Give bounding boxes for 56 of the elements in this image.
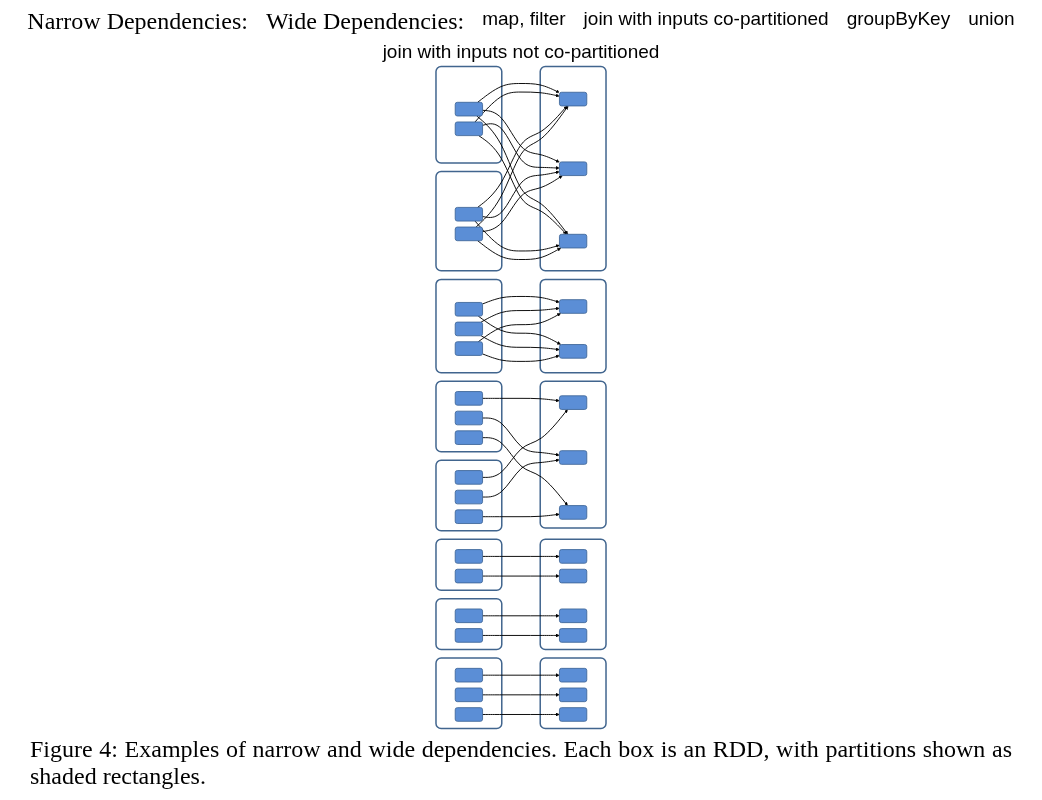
node-box [559, 161, 588, 176]
node-box [454, 568, 483, 584]
node-box [454, 410, 483, 426]
cluster [435, 657, 503, 730]
node-box [454, 470, 483, 485]
node-box [454, 608, 483, 624]
node-box [559, 568, 588, 584]
cluster [539, 380, 607, 529]
node-box [454, 302, 483, 317]
group-caption: groupByKey [846, 8, 951, 31]
group-caption: join with inputs not co-partitioned [382, 41, 660, 63]
node-box [454, 101, 483, 117]
group-caption: map, filter [482, 8, 566, 31]
node-box [559, 505, 588, 520]
node-box [559, 299, 588, 314]
node-box [559, 91, 588, 107]
node-box [454, 509, 483, 524]
node-box [454, 391, 483, 406]
group-caption: union [968, 8, 1015, 31]
section-heading: Wide Dependencies: [265, 8, 465, 35]
node-box [454, 206, 483, 222]
node-box [559, 233, 588, 249]
figure-caption: Figure 4: Examples of narrow and wide dependencies. Each box is an RDD, with partitions shown as shaded rectangles. [29, 735, 1013, 791]
node-box [454, 489, 483, 505]
cluster [539, 657, 607, 730]
node-box [454, 549, 483, 564]
cluster [539, 278, 607, 374]
node-box [559, 687, 588, 703]
node-box [559, 628, 588, 643]
node-box [454, 667, 483, 683]
node-box [559, 707, 588, 722]
node-box [454, 430, 483, 445]
cluster [539, 538, 607, 651]
cluster [435, 278, 503, 374]
node-box [454, 341, 483, 356]
group-caption: join with inputs co-partitioned [583, 8, 829, 31]
node-box [454, 707, 483, 722]
node-box [454, 628, 483, 643]
node-box [454, 121, 483, 137]
node-box [559, 344, 588, 359]
cluster [539, 65, 607, 272]
node-box [454, 226, 483, 242]
section-heading: Narrow Dependencies: [27, 8, 248, 35]
node-box [559, 608, 588, 624]
cluster [435, 597, 503, 651]
cluster [435, 380, 503, 453]
node-box [559, 549, 588, 564]
node-box [454, 687, 483, 703]
cluster [435, 538, 503, 591]
cluster [435, 65, 503, 164]
node-box [454, 321, 483, 337]
node-box [559, 395, 588, 410]
cluster [435, 170, 503, 272]
node-box [559, 667, 588, 683]
node-box [559, 450, 588, 465]
cluster [435, 459, 503, 532]
